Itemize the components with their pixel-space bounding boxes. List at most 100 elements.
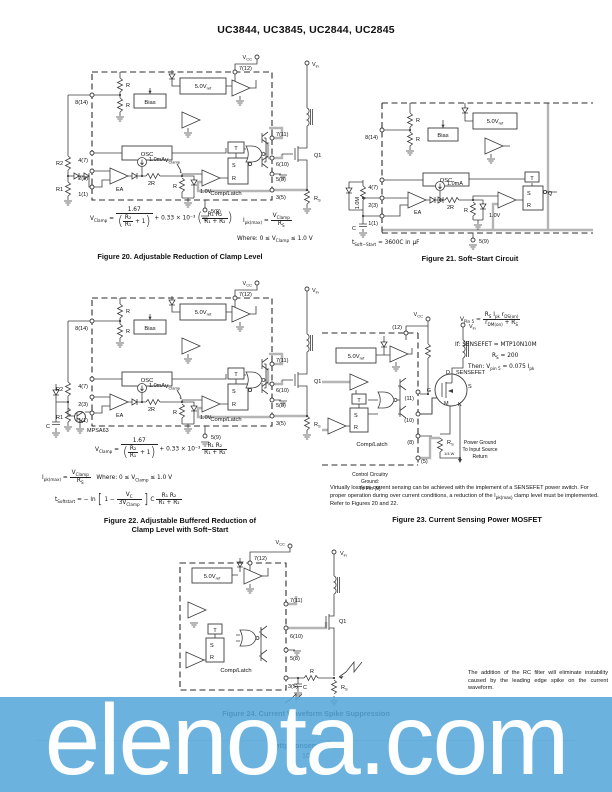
vcc-label: VCC: [243, 55, 253, 61]
vin-label: Vin: [469, 324, 476, 330]
pin-4-7: 4(7): [78, 158, 88, 164]
ctrl-gnd-3: To Pin (9): [359, 486, 381, 492]
fig22-ipk-formula: Ipk(max) = VClamp RS Where: 0 ≤ VClamp ≤…: [42, 470, 173, 486]
fig21-labels: 8(14) R R Bias 5.0Vref OSC 4(7) 2(3) 1(1…: [352, 118, 553, 245]
sensefet-k: K: [458, 402, 462, 408]
1v-label: 1.0V: [200, 189, 212, 195]
pin-5-8: 5(8): [276, 403, 286, 409]
isrc-label: 1.0mA: [149, 383, 165, 389]
fig22-softstart-formula: tSoftstart = − ln [ 1 − VC 3VClamp ] C R…: [55, 492, 182, 508]
pin-1-1: 1(1): [368, 221, 378, 227]
vref-block: 5.0Vref: [195, 310, 212, 316]
q1-label: Q1: [314, 153, 321, 159]
vin-label: Vin: [312, 62, 319, 68]
pin-8-14: 8(14): [75, 100, 88, 106]
vin-label: Vin: [340, 551, 347, 557]
rs-label: RS: [341, 685, 348, 691]
q1-label: Q1: [339, 619, 346, 625]
comp-latch: Comp/Latch: [210, 417, 241, 423]
1v-label: 1.0V: [489, 213, 501, 219]
fig21-components: [345, 106, 548, 250]
sensefet-m: M: [444, 401, 449, 407]
vclamp-label: VClamp: [165, 384, 181, 390]
r-bot: R: [416, 137, 420, 143]
figure20-circuit: VCC Vin 7(12) 8(14) R R Bias 5.0Vref OSC…: [56, 54, 321, 221]
pin-5-8: 5(8): [276, 177, 286, 183]
pin-5-8: 5(8): [290, 656, 300, 662]
sensefet-label: SENSEFET: [456, 370, 486, 376]
fig22-labels: VCC Vin 7(12) 8(14) R R Bias 5.0Vref OSC…: [46, 281, 321, 441]
t-latch: T: [234, 372, 238, 378]
fig22-components: [51, 280, 313, 447]
r-top: R: [126, 309, 130, 315]
rs-label: RS: [314, 196, 321, 202]
sensefet-g: G: [427, 388, 431, 394]
t-latch: T: [530, 176, 534, 182]
fig20-where: Where: 0 ≤ VClamp ≤ 1.0 V: [237, 236, 313, 244]
ea-label: EA: [116, 187, 124, 193]
pin-1-1: 1(1): [78, 418, 88, 424]
rs-label: RS: [314, 422, 321, 428]
fig23-if-line: If: SENSEFET = MTP10N10M: [455, 342, 537, 348]
power-ground-1: Power Ground: [464, 440, 496, 446]
r2-label: R2: [56, 387, 63, 393]
fig21-caption: Figure 21. Soft−Start Circuit: [421, 254, 519, 263]
fig23-labels: (12) VCC Vin 5.0Vref T S R Comp/Latch (1…: [348, 312, 498, 492]
r1-label: R1: [56, 187, 63, 193]
fig24-components: [185, 543, 363, 706]
sensefet-d: D: [446, 370, 450, 376]
pin-6-10: 6(10): [290, 634, 303, 640]
fig20-ipk-formula: Ipk(max) = VClamp RS: [243, 213, 292, 229]
r-bot: R: [126, 103, 130, 109]
pin-5: (5): [421, 459, 428, 465]
rs-label: RS: [447, 440, 454, 446]
r-mid: R: [464, 208, 468, 214]
fig23-wires: [322, 321, 464, 466]
bias-block: Bias: [437, 133, 448, 139]
fig24-labels: VCC 7(12) Vin 5.0Vref T S R Comp/Latch 7…: [204, 540, 348, 691]
s-latch: S: [210, 643, 214, 649]
pin-5-9: 5(9): [479, 239, 489, 245]
page-title: UC3844, UC3845, UC2844, UC2845: [217, 24, 395, 36]
watermark-banner: [0, 697, 612, 792]
c-label: C: [46, 424, 50, 430]
vcc-label: VCC: [243, 281, 253, 287]
r-latch: R: [527, 203, 531, 209]
r-latch: R: [232, 402, 236, 408]
c-filter: C: [303, 685, 307, 691]
vclamp-label: VClamp: [165, 158, 181, 164]
comp-latch: Comp/Latch: [356, 442, 387, 448]
t-latch: T: [357, 398, 361, 404]
pin-3-5: 3(5): [288, 684, 298, 690]
1v-label: 1.0V: [200, 415, 212, 421]
ea-label: EA: [414, 210, 422, 216]
figure22-circuit: VCC Vin 7(12) 8(14) R R Bias 5.0Vref OSC…: [46, 280, 321, 447]
fig23-rs-line: RS = 200: [492, 353, 519, 361]
fig21-formula: tSoft−Start ≈ 3600C in μF: [352, 240, 420, 248]
mpsa63-label: MPSA63: [87, 428, 109, 434]
pin-8: (8): [407, 440, 414, 446]
r-top: R: [416, 118, 420, 124]
figure24-circuit: VCC 7(12) Vin 5.0Vref T S R Comp/Latch 7…: [179, 540, 363, 706]
fig23-caption: Figure 23. Current Sensing Power MOSFET: [392, 515, 542, 524]
pin-4-7: 4(7): [78, 384, 88, 390]
pin-2-3: 2(3): [78, 402, 88, 408]
pin-5-9: 5(9): [211, 435, 221, 441]
t-latch: T: [234, 146, 238, 152]
power-ground-3: Return: [472, 454, 487, 460]
r-filter: R: [310, 669, 314, 675]
r-top: R: [126, 83, 130, 89]
osc-block: OSC: [141, 378, 154, 384]
pin-8-14: 8(14): [75, 326, 88, 332]
figure21-circuit: 8(14) R R Bias 5.0Vref OSC 4(7) 2(3) 1(1…: [345, 102, 593, 250]
r-bot: R: [126, 329, 130, 335]
pin-12: (12): [392, 325, 402, 331]
fig21-wires: [348, 102, 593, 238]
figure23-circuit: (12) VCC Vin 5.0Vref T S R Comp/Latch (1…: [322, 312, 498, 492]
osc-block: OSC: [141, 152, 154, 158]
2r-label: 2R: [148, 181, 155, 187]
watermark-text: elenota.com: [44, 683, 570, 792]
2r-label: 2R: [447, 205, 454, 211]
